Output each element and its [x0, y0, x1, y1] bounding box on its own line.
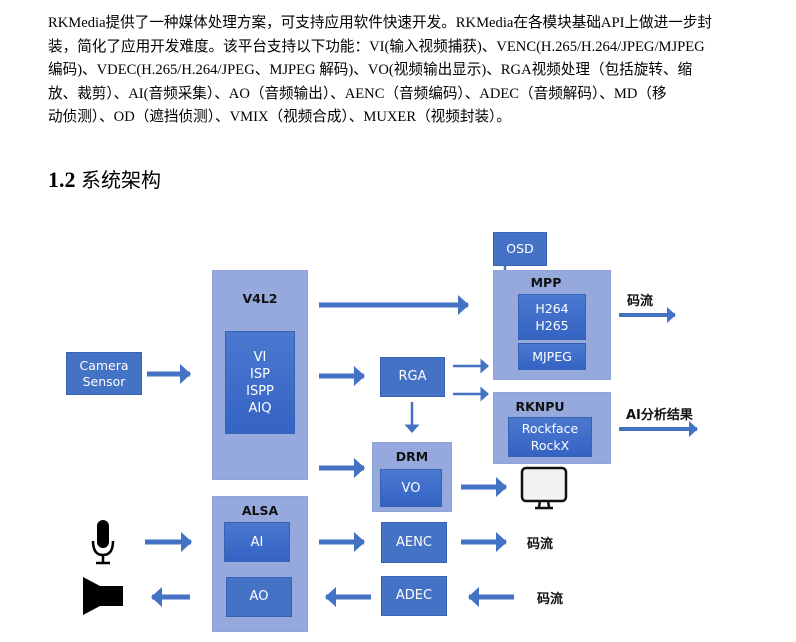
- osd-label: OSD: [506, 241, 534, 256]
- adec-label: ADEC: [395, 588, 433, 603]
- section-number: 1.2: [48, 167, 76, 192]
- alsa-title: ALSA: [241, 503, 279, 518]
- ao-block: AO: [226, 577, 292, 617]
- camera-label-line1: Camera: [79, 357, 129, 373]
- drm-title: DRM: [395, 449, 429, 464]
- paragraph-line: 编码)、VDEC(H.265/H.264/JPEG、MJPEG 解码)、VO(视…: [48, 62, 693, 79]
- v4l2-item-isp: ISP: [250, 366, 270, 382]
- h265-label: H265: [535, 318, 569, 333]
- mjpeg-label: MJPEG: [532, 349, 572, 364]
- ai-result-label: AI分析结果: [626, 408, 693, 423]
- v4l2-modules-block: VI ISP ISPP AIQ: [225, 331, 295, 434]
- aenc-stream-label: 码流: [527, 537, 554, 552]
- camera-label-line2: Sensor: [82, 373, 126, 389]
- rknpu-modules-block: Rockface RockX: [508, 417, 592, 457]
- adec-stream-label: 码流: [537, 592, 564, 607]
- paragraph-line: 装，简化了应用开发难度。该平台支持以下功能：VI(输入视频捕获)、VENC(H.…: [48, 38, 705, 55]
- rknpu-item-rockface: Rockface: [521, 421, 579, 436]
- rknpu-item-rockx: RockX: [530, 438, 570, 453]
- v4l2-item-ispp: ISPP: [246, 383, 274, 399]
- rknpu-container: RKNPU Rockface RockX: [493, 392, 611, 464]
- paragraph-line: RKMedia提供了一种媒体处理方案，可支持应用软件快速开发。RKMedia在各…: [48, 15, 713, 31]
- alsa-container: ALSA AI AO: [212, 496, 308, 632]
- mpp-title: MPP: [530, 275, 562, 290]
- h264-label: H264: [535, 301, 569, 316]
- h264-h265-block: H264 H265: [518, 294, 586, 340]
- osd-block: OSD: [493, 232, 547, 266]
- aenc-block: AENC: [381, 522, 447, 563]
- ai-block: AI: [224, 522, 290, 562]
- mpp-container: MPP H264 H265 MJPEG: [493, 270, 611, 380]
- v4l2-title: V4L2: [242, 291, 278, 306]
- section-title: 系统架构: [81, 168, 161, 192]
- rga-label: RGA: [398, 369, 427, 384]
- drm-container: DRM VO: [372, 442, 452, 512]
- paragraph-line: 动侦测）、OD（遮挡侦测）、VMIX（视频合成）、MUXER（视频封装）。: [48, 109, 511, 126]
- aenc-label: AENC: [396, 534, 432, 550]
- v4l2-item-aiq: AIQ: [248, 400, 272, 416]
- mjpeg-block: MJPEG: [518, 343, 586, 370]
- adec-block: ADEC: [381, 576, 447, 616]
- ao-label: AO: [249, 589, 269, 604]
- vo-block: VO: [380, 469, 442, 507]
- v4l2-item-vi: VI: [253, 349, 267, 365]
- v4l2-container: V4L2 VI ISP ISPP AIQ: [212, 270, 308, 480]
- intro-paragraph: RKMedia提供了一种媒体处理方案，可支持应用软件快速开发。RKMedia在各…: [48, 12, 748, 130]
- vo-label: VO: [401, 480, 421, 496]
- ai-label: AI: [250, 534, 264, 550]
- rga-block: RGA: [380, 357, 445, 397]
- section-heading: 1.2 系统架构: [48, 164, 161, 193]
- speaker-icon: [83, 577, 123, 615]
- paragraph-line: 放、裁剪）、AI(音频采集）、AO（音频输出）、AENC（音频编码）、ADEC（…: [48, 85, 667, 102]
- rknpu-title: RKNPU: [515, 399, 565, 414]
- mpp-stream-label: 码流: [627, 294, 654, 309]
- microphone-icon: [91, 520, 115, 565]
- monitor-icon: [520, 466, 568, 510]
- camera-sensor-block: Camera Sensor: [66, 352, 142, 395]
